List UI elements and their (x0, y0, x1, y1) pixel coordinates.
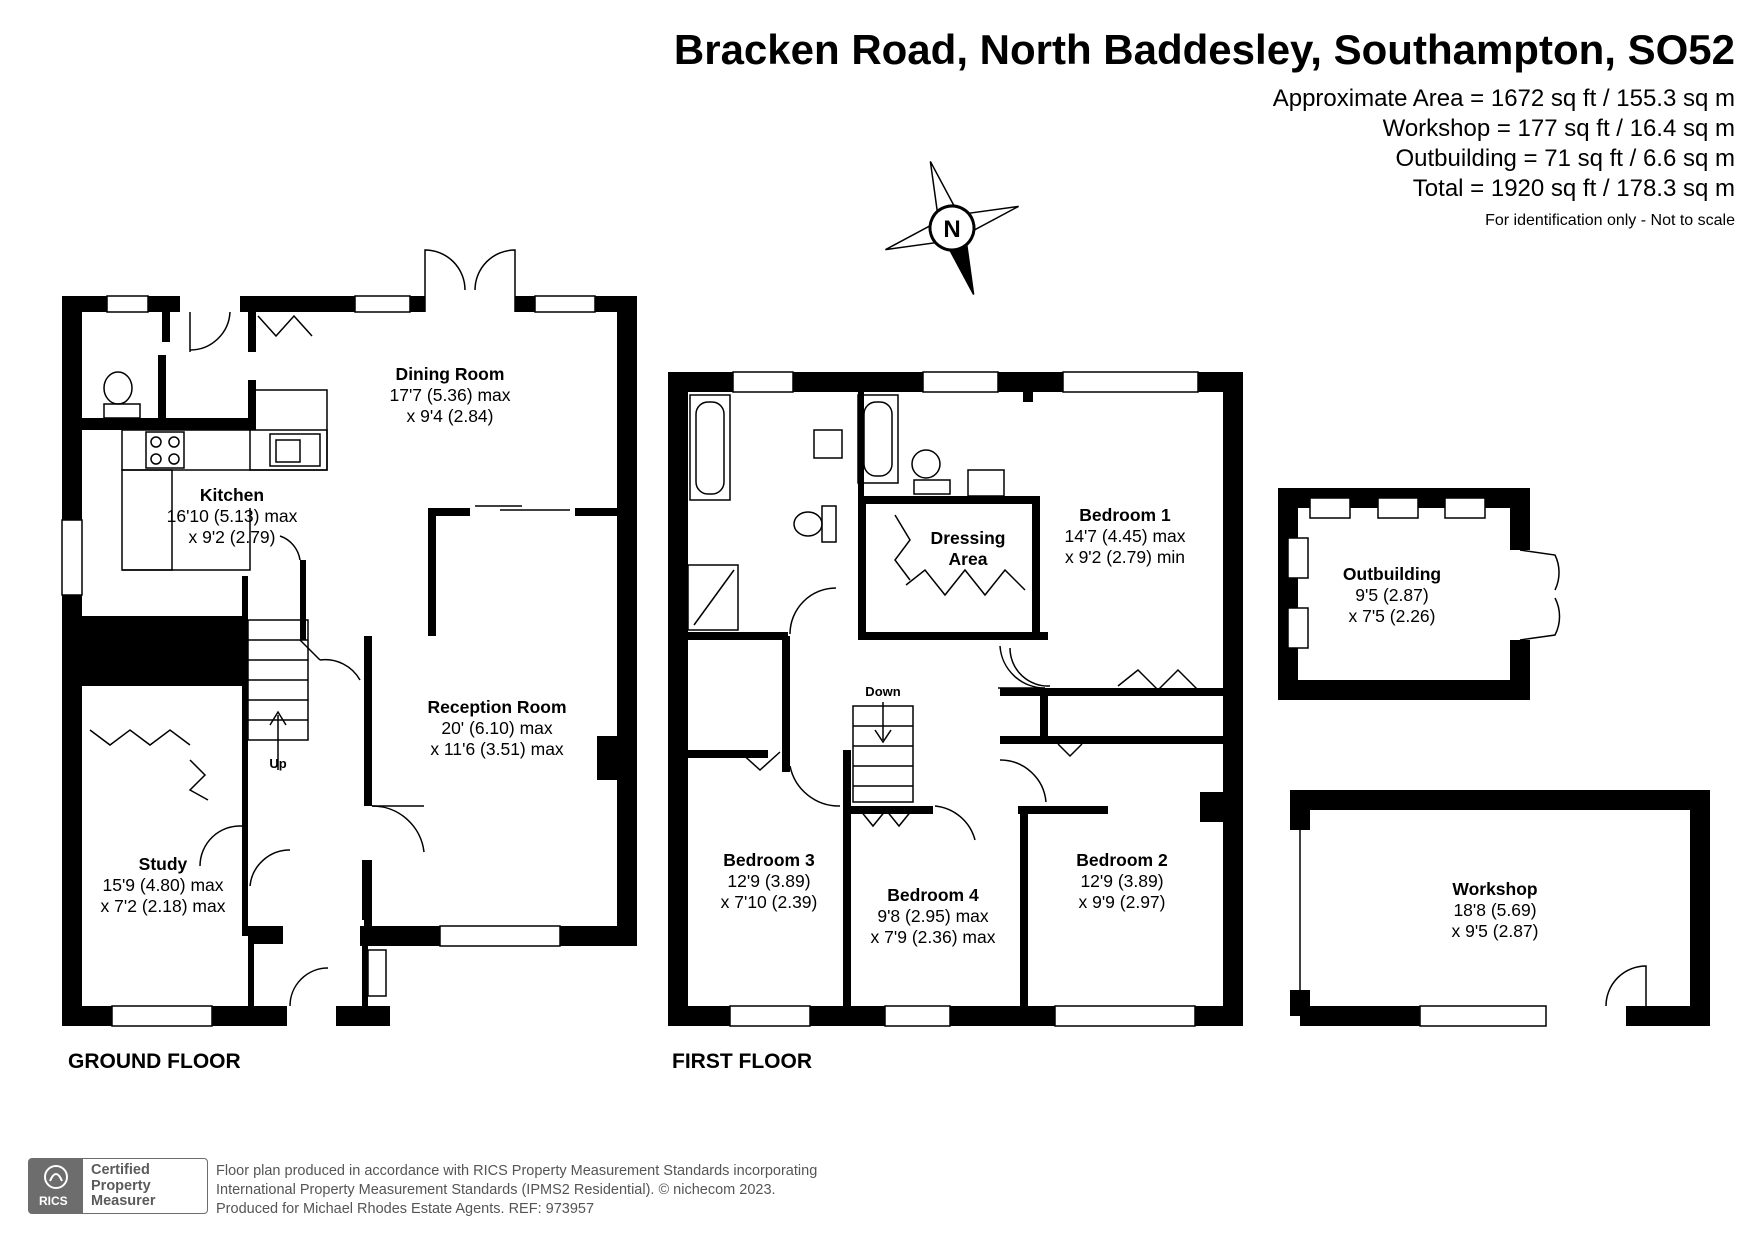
badge-line: Property (91, 1177, 151, 1194)
footer-line: International Property Measurement Stand… (216, 1182, 776, 1198)
room-label-bedroom1: Bedroom 1 14'7 (4.45) max x 9'2 (2.79) m… (1064, 505, 1185, 568)
room-dim: 9'8 (2.95) max (877, 906, 989, 926)
ground-floor-plan (62, 296, 637, 1026)
room-dim: 12'9 (3.89) (727, 871, 811, 891)
compass-rose (885, 161, 1019, 295)
area-line-workshop: Workshop = 177 sq ft / 16.4 sq m (1382, 115, 1735, 142)
room-label-dining: Dining Room 17'7 (5.36) max x 9'4 (2.84) (389, 364, 510, 427)
room-name: Dressing (930, 528, 1006, 548)
room-dim: x 9'2 (2.79) (188, 527, 276, 547)
ground-floor-fixtures (89, 249, 570, 1007)
room-dim: 20' (6.10) max (441, 718, 553, 738)
first-floor-plan (668, 372, 1243, 1026)
room-label-bedroom2: Bedroom 2 12'9 (3.89) x 9'9 (2.97) (1076, 850, 1167, 913)
room-dim: 9'5 (2.87) (1355, 585, 1429, 605)
compass-north-label: N (943, 216, 960, 243)
ground-floor-windows (61, 295, 596, 1027)
room-name: Kitchen (199, 485, 265, 505)
area-line-approximate: Approximate Area = 1672 sq ft / 155.3 sq… (1272, 85, 1735, 112)
room-dim: x 9'2 (2.79) min (1064, 547, 1186, 567)
room-dim: 15'9 (4.80) max (102, 875, 224, 895)
room-name: Bedroom 2 (1076, 850, 1168, 870)
footer-disclaimer: Floor plan produced in accordance with R… (216, 1162, 817, 1219)
room-name: Study (138, 854, 188, 874)
workshop-plan (1290, 790, 1710, 1027)
room-dim: 18'8 (5.69) (1453, 900, 1537, 920)
room-name: Dining Room (395, 364, 505, 384)
room-label-dressing: Dressing Area (931, 528, 1006, 570)
room-dim: x 7'9 (2.36) max (870, 927, 996, 947)
footer-line: Produced for Michael Rhodes Estate Agent… (216, 1201, 595, 1217)
room-label-workshop: Workshop 18'8 (5.69) x 9'5 (2.87) (1452, 879, 1539, 942)
scale-note: For identification only - Not to scale (1485, 212, 1735, 229)
room-dim: 16'10 (5.13) max (166, 506, 298, 526)
room-label-reception: Reception Room 20' (6.10) max x 11'6 (3.… (427, 697, 566, 760)
room-dim: 12'9 (3.89) (1080, 871, 1164, 891)
badge-line: Certified (91, 1162, 150, 1178)
badge-text: Certified Property Measurer (91, 1162, 156, 1210)
room-name: Bedroom 1 (1079, 505, 1171, 525)
badge-line: Measurer (91, 1193, 156, 1209)
area-line-total: Total = 1920 sq ft / 178.3 sq m (1412, 175, 1735, 202)
room-dim: x 9'5 (2.87) (1451, 921, 1539, 941)
area-summary: Approximate Area = 1672 sq ft / 155.3 sq… (1273, 84, 1735, 204)
room-dim: 17'7 (5.36) max (389, 385, 511, 405)
lion-icon (44, 1165, 68, 1189)
outbuilding-plan (1278, 488, 1561, 700)
rics-text: RICS (39, 1194, 68, 1208)
area-line-outbuilding: Outbuilding = 71 sq ft / 6.6 sq m (1395, 145, 1735, 172)
room-dim: x 7'10 (2.39) (720, 892, 818, 912)
room-name: Outbuilding (1342, 564, 1442, 584)
room-name: Bedroom 3 (723, 850, 815, 870)
room-dim: x 9'9 (2.97) (1078, 892, 1166, 912)
rics-certified-badge: RICS Certified Property Measurer (28, 1158, 208, 1214)
ground-floor-label: GROUND FLOOR (68, 1050, 241, 1073)
room-name-line2: Area (948, 549, 988, 569)
room-dim: x 11'6 (3.51) max (430, 739, 564, 759)
room-name: Bedroom 4 (887, 885, 979, 905)
first-floor-fixtures (687, 394, 1199, 841)
first-floor-label: FIRST FLOOR (672, 1050, 812, 1073)
room-dim: x 9'4 (2.84) (406, 406, 494, 426)
room-label-kitchen: Kitchen 16'10 (5.13) max x 9'2 (2.79) (167, 485, 298, 548)
room-name: Workshop (1452, 879, 1538, 899)
stairs-down-label: Down (865, 684, 901, 699)
room-dim: x 7'2 (2.18) max (100, 896, 226, 916)
first-floor-windows (729, 371, 1199, 1027)
room-dim: 14'7 (4.45) max (1064, 526, 1186, 546)
room-label-study: Study 15'9 (4.80) max x 7'2 (2.18) max (101, 854, 226, 917)
room-label-outbuilding: Outbuilding 9'5 (2.87) x 7'5 (2.26) (1343, 564, 1441, 627)
page-title: Bracken Road, North Baddesley, Southampt… (673, 26, 1735, 73)
stairs-up-label: Up (269, 756, 287, 771)
room-dim: x 7'5 (2.26) (1348, 606, 1436, 626)
room-name: Reception Room (427, 697, 567, 717)
room-label-bedroom3: Bedroom 3 12'9 (3.89) x 7'10 (2.39) (721, 850, 818, 913)
room-label-bedroom4: Bedroom 4 9'8 (2.95) max x 7'9 (2.36) ma… (871, 885, 996, 948)
footer-line: Floor plan produced in accordance with R… (216, 1163, 818, 1179)
rics-logo: RICS (29, 1159, 83, 1213)
